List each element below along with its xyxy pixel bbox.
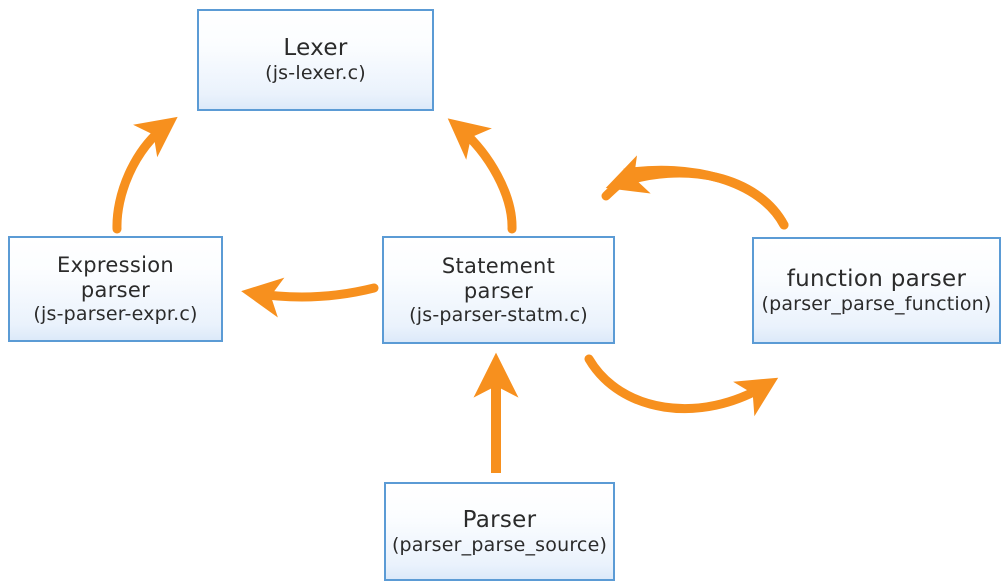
node-statement-parser-subtitle: (js-parser-statm.c) bbox=[409, 303, 588, 326]
edge-function-parser-to-statement-parser-line bbox=[605, 155, 789, 230]
node-lexer[interactable]: Lexer (js-lexer.c) bbox=[197, 9, 434, 111]
node-function-parser[interactable]: function parser (parser_parse_function) bbox=[752, 237, 1001, 344]
node-expression-parser[interactable]: Expression parser (js-parser-expr.c) bbox=[8, 236, 223, 342]
node-function-parser-title: function parser bbox=[786, 265, 967, 292]
node-statement-parser-title-line2: parser bbox=[463, 278, 534, 303]
edge-statement-parser-to-expression-parser bbox=[241, 277, 379, 318]
node-lexer-subtitle: (js-lexer.c) bbox=[265, 62, 366, 85]
node-expression-parser-title-line1: Expression bbox=[57, 253, 174, 278]
node-statement-parser-title-line1: Statement bbox=[441, 254, 556, 279]
node-statement-parser[interactable]: Statement parser (js-parser-statm.c) bbox=[382, 236, 615, 344]
node-lexer-title: Lexer bbox=[283, 35, 348, 62]
node-expression-parser-title-line2: parser bbox=[80, 277, 151, 302]
edge-function-parser-to-statement-parser bbox=[601, 165, 789, 230]
node-parser-title: Parser bbox=[462, 506, 537, 533]
node-parser[interactable]: Parser (parser_parse_source) bbox=[384, 482, 615, 581]
node-parser-subtitle: (parser_parse_source) bbox=[391, 533, 608, 556]
edge-statement-parser-to-function-parser bbox=[584, 354, 779, 417]
node-expression-parser-subtitle: (js-parser-expr.c) bbox=[33, 302, 198, 325]
node-function-parser-subtitle: (parser_parse_function) bbox=[761, 292, 992, 315]
edge-statement-parser-to-lexer bbox=[447, 118, 517, 234]
edge-expression-parser-to-lexer bbox=[112, 116, 178, 234]
